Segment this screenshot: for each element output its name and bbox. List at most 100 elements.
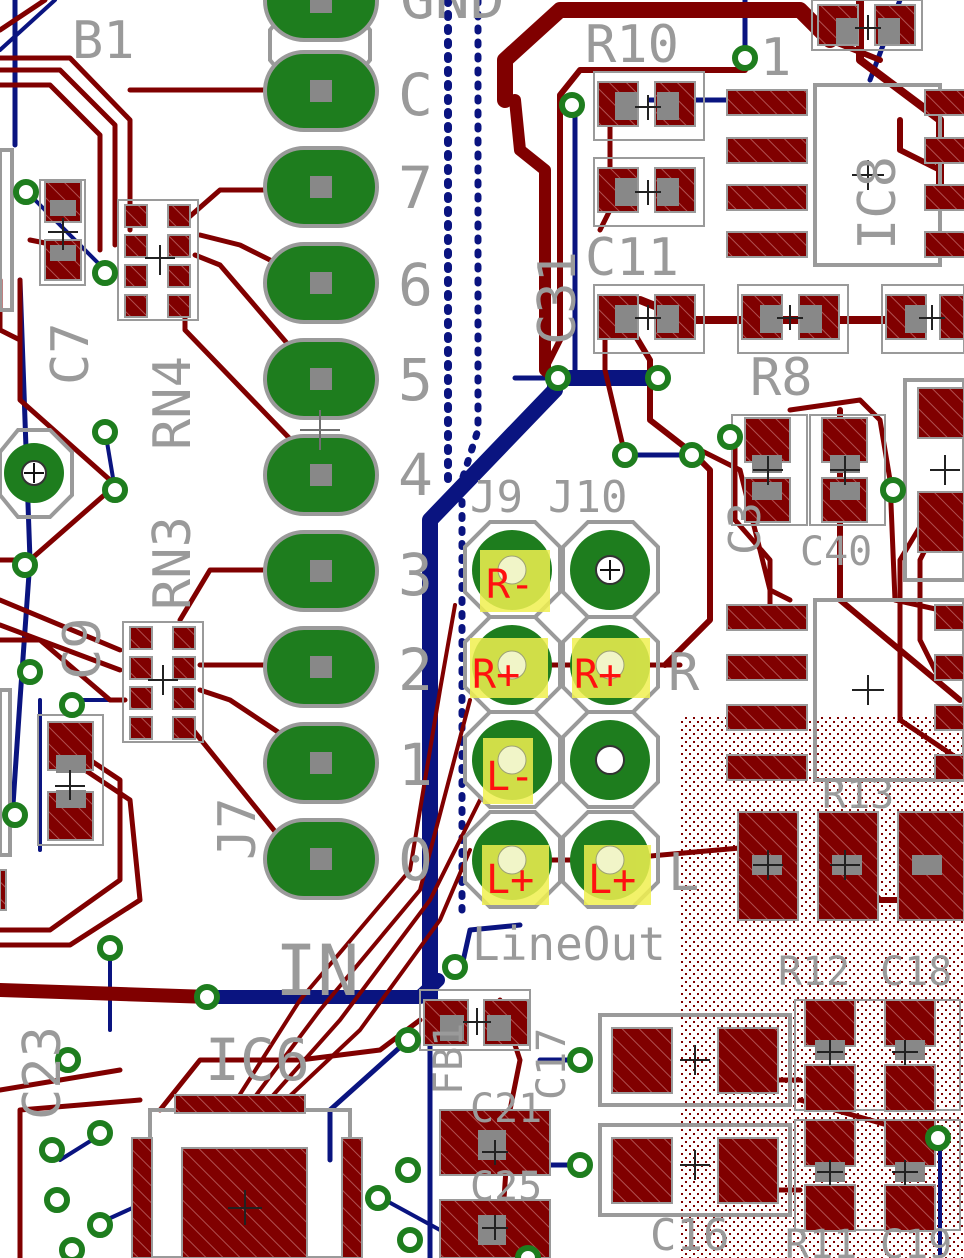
via [925,1125,951,1151]
resistor-r10[interactable] [593,71,705,141]
label-c31: C31 [528,251,588,345]
j7-pin-labels: GND C 7 6 5 4 3 2 1 0 IN [275,0,505,1012]
via [39,1137,65,1163]
via [59,692,85,718]
via [567,1152,593,1178]
via [92,260,118,286]
label-r10: R10 [585,15,679,75]
label-c21: C21 [470,1086,542,1132]
via [880,477,906,503]
pin-label-j9-3: L- [486,754,534,800]
capacitor-left-mid[interactable] [37,714,104,846]
label-c40: C40 [800,529,872,575]
resistor-network-rn4[interactable] [117,199,199,321]
pin-label-j9-2: R+ [472,652,520,698]
resistor-r12-group[interactable] [794,999,961,1112]
j7-pin-5[interactable] [263,338,379,420]
via [87,1120,113,1146]
via [397,1227,423,1253]
via [59,1237,85,1258]
j7-pin-3[interactable] [263,530,379,612]
via [102,477,128,503]
label-fb1: FB1 [426,1023,472,1095]
j7-pin-1[interactable] [263,722,379,804]
via [87,1212,113,1238]
label-ic6: IC6 [205,1026,310,1094]
j7-pin-c[interactable] [263,50,379,132]
j7-label-3: 3 [398,541,433,609]
via [92,419,118,445]
vias [2,45,951,1258]
label-c11: C11 [585,228,679,288]
label-j7: J7 [208,797,268,860]
label-c23: C23 [13,1026,73,1120]
capacitor-left-top[interactable] [39,179,86,286]
label-c9: C9 [53,617,113,680]
resistor-r8[interactable] [731,414,808,526]
label-c16: C16 [650,1210,729,1258]
label-lineout: LineOut [472,917,666,971]
j7-label-0: 0 [398,826,433,894]
via [395,1157,421,1183]
ferrite-bead-fb1[interactable] [419,989,531,1051]
j10-origin-cross [600,560,620,580]
label-c18: C18 [880,949,952,995]
capacitor-c16[interactable] [598,1123,792,1217]
via [2,802,28,828]
resistor-network-rn3[interactable] [122,621,204,743]
pin-one-marker: 1 [760,28,791,88]
pin-label-j9-1: R- [486,562,534,608]
label-c25: C25 [470,1164,542,1210]
ic-ic8[interactable] [726,83,964,267]
label-r12: R12 [778,949,850,995]
via [97,935,123,961]
silkscreen-labels: B1 R10 1 C11 R8 J9 J10 C40 R L R13 LineO… [72,11,952,1258]
via [44,1187,70,1213]
j7-pin-7[interactable] [263,146,379,228]
via [732,45,758,71]
label-l-side: L [668,843,699,903]
via [545,365,571,391]
origin-crosses [48,15,960,1240]
connector-j7 [263,0,379,900]
label-c3x: C3 [720,502,771,555]
via [567,1047,593,1073]
label-r11: R11 [785,1222,857,1258]
capacitor-c17[interactable] [598,1013,792,1107]
resistor-r11-group[interactable] [794,1119,961,1232]
j7-label-4: 4 [398,441,433,509]
pin-label-j10-4: L+ [588,857,636,903]
ic-right-mid[interactable] [726,598,964,782]
label-r8: R8 [750,348,813,408]
j7-pin-2[interactable] [263,626,379,708]
pin-label-j10-2: R+ [574,652,622,698]
via [17,659,43,685]
capacitor-right-large[interactable] [903,378,964,582]
j7-pin-gnd[interactable] [263,0,379,42]
label-c19: C19 [880,1222,952,1258]
j7-label-7: 7 [398,154,433,222]
resistor-r13-group[interactable] [737,811,964,921]
label-r-side: R [668,643,700,703]
label-c7: C7 [41,322,101,385]
capacitor-c11[interactable] [593,284,705,354]
j7-group-label-in: IN [275,930,359,1012]
via [645,365,671,391]
via [55,1047,81,1073]
j7-pin-0[interactable] [263,818,379,900]
capacitor-c-mid-top[interactable] [593,157,705,227]
via [395,1027,421,1053]
silkscreen-rotated-labels: IC8 RN4 C7 RN3 C9 J7 C31 C3 FB1 C17 C23 [13,156,908,1120]
via [13,179,39,205]
connector-j9-j10: R- R+ R+ L- L+ L+ [463,520,660,909]
j7-pin-6[interactable] [263,242,379,324]
j7-origin-cross [300,410,340,450]
via [194,984,220,1010]
j7-label-gnd: GND [400,0,505,32]
via [365,1185,391,1211]
resistor-array-mid[interactable] [737,284,849,354]
mounting-pad-left[interactable] [0,428,74,519]
j7-label-5: 5 [398,346,433,414]
capacitor-top-right[interactable] [811,0,923,51]
